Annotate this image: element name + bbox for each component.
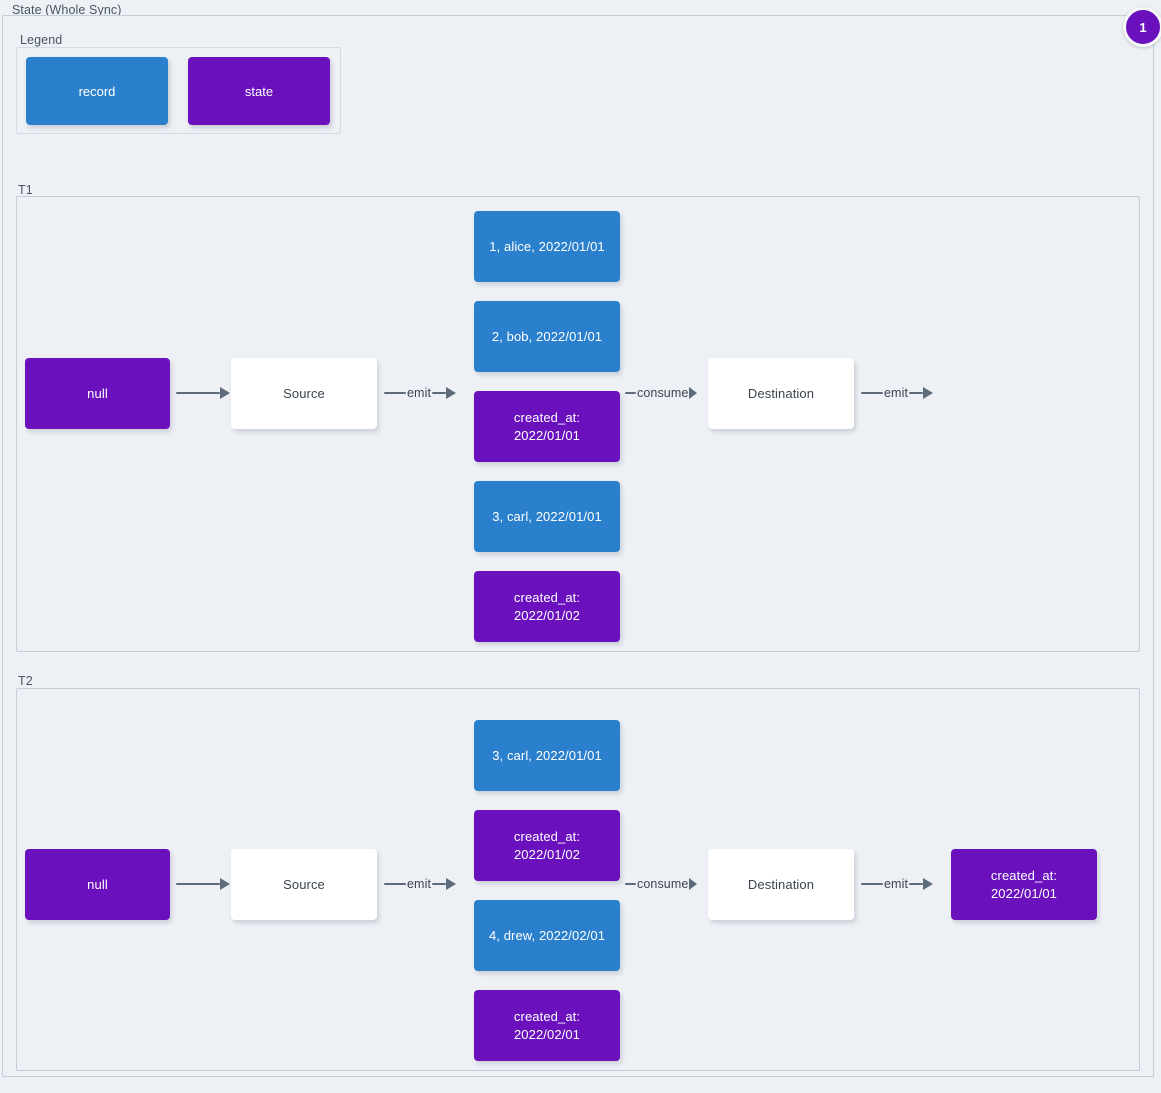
t1-stream-item-4[interactable]: 3, carl, 2022/01/01	[474, 481, 620, 552]
t2-stream-item-4[interactable]: created_at: 2022/02/01	[474, 990, 620, 1061]
status-badge[interactable]: 1	[1123, 7, 1161, 47]
legend-label-record: record	[78, 83, 116, 99]
section-title-t2: T2	[18, 674, 33, 688]
legend-frame	[16, 47, 341, 134]
t2-stream-item-1[interactable]: 3, carl, 2022/01/01	[474, 720, 620, 791]
legend-title: Legend	[20, 33, 63, 47]
legend-label-state: state	[244, 83, 274, 99]
t2-stream-item-2[interactable]: created_at: 2022/01/02	[474, 810, 620, 881]
t1-stream-item-1[interactable]: 1, alice, 2022/01/01	[474, 211, 620, 282]
page-title: State (Whole Sync)	[12, 3, 122, 17]
section-frame-t1	[16, 196, 1140, 652]
t1-stream-item-3[interactable]: created_at: 2022/01/01	[474, 391, 620, 462]
t2-final-state-node[interactable]: created_at: 2022/01/01	[951, 849, 1097, 920]
t1-stream-item-5[interactable]: created_at: 2022/01/02	[474, 571, 620, 642]
section-title-t1: T1	[18, 183, 33, 197]
section-frame-t2	[16, 688, 1140, 1071]
t2-initial-state-node[interactable]: null	[25, 849, 170, 920]
t2-source-node[interactable]: Source	[231, 849, 377, 920]
t1-source-node[interactable]: Source	[231, 358, 377, 429]
t2-stream-item-3[interactable]: 4, drew, 2022/02/01	[474, 900, 620, 971]
legend-swatch-state: state	[188, 57, 330, 125]
legend-swatch-record: record	[26, 57, 168, 125]
t1-initial-state-node[interactable]: null	[25, 358, 170, 429]
t1-stream-item-2[interactable]: 2, bob, 2022/01/01	[474, 301, 620, 372]
t2-destination-node[interactable]: Destination	[708, 849, 854, 920]
t1-destination-node[interactable]: Destination	[708, 358, 854, 429]
